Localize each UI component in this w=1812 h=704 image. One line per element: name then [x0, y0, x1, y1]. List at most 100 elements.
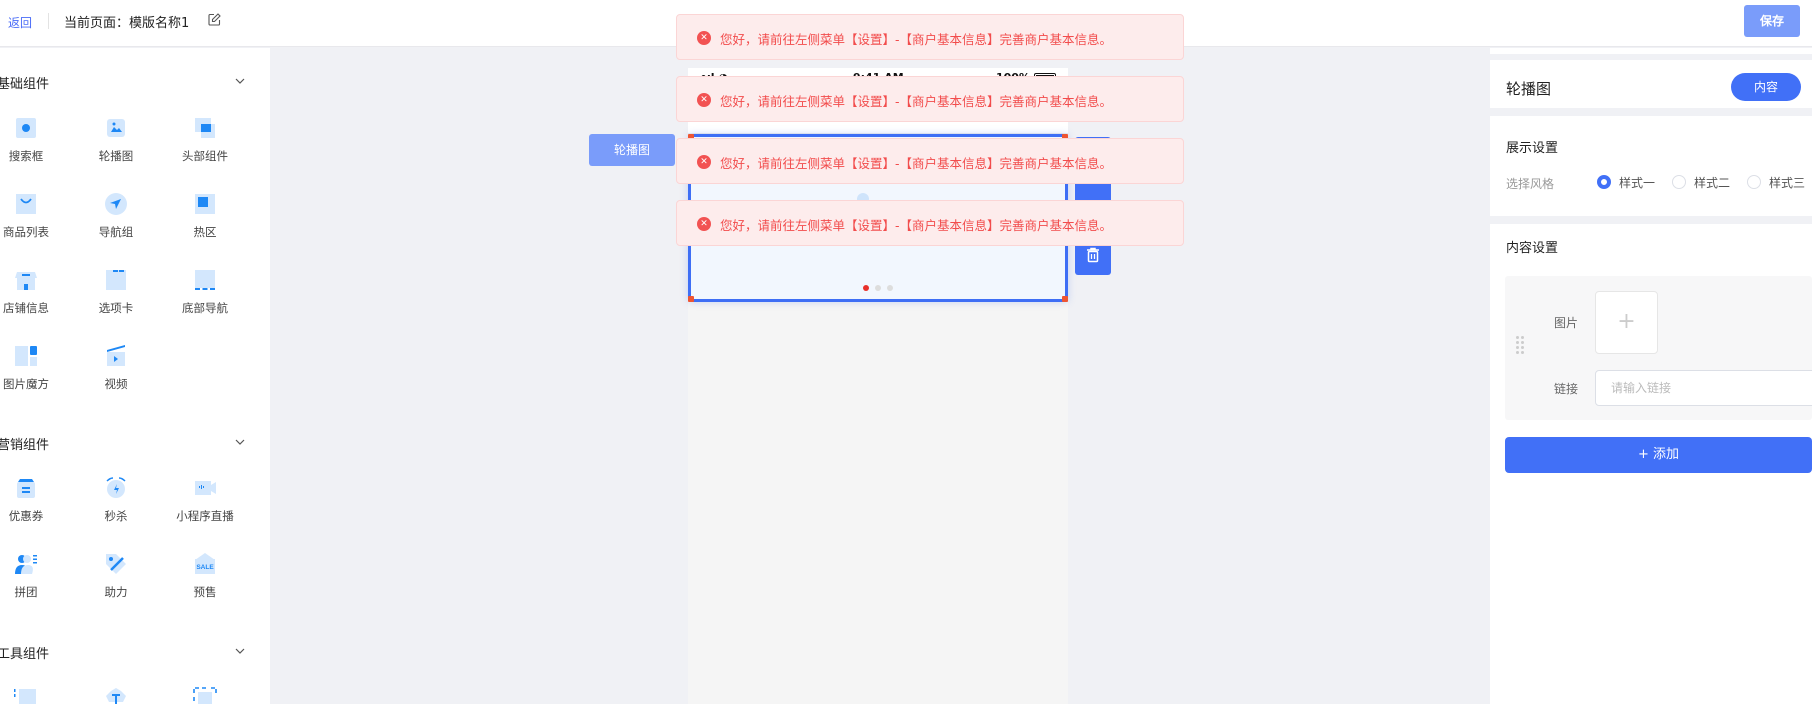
error-toast: ✕ 您好，请前往左侧菜单【设置】-【商户基本信息】完善商户基本信息。 — [676, 138, 1184, 184]
component-product-list[interactable]: 商品列表 — [0, 192, 66, 252]
component-label: 商品列表 — [3, 225, 49, 239]
component-search-box[interactable]: 搜索框 — [0, 116, 66, 176]
drag-handle-icon[interactable] — [1516, 336, 1526, 358]
group-buy-icon — [15, 555, 37, 574]
settings-panel: 轮播图 内容 展示设置 选择风格 样式一 样式二 样式三 内容设置 图片 + 链… — [1490, 48, 1812, 704]
carousel-indicator — [691, 285, 1065, 291]
component-label: 秒杀 — [104, 509, 128, 523]
divider — [48, 13, 49, 29]
carousel-icon — [107, 119, 125, 137]
group-title: 工具组件 — [0, 647, 50, 662]
selected-component-label[interactable]: 轮播图 — [589, 134, 675, 166]
resize-handle[interactable] — [688, 134, 694, 140]
back-link[interactable]: 返回 — [8, 16, 33, 30]
tabs-icon — [106, 270, 126, 290]
store-info-icon — [15, 272, 37, 290]
component-store-info[interactable]: 店铺信息 — [0, 268, 66, 328]
component-assist[interactable]: 助力 — [76, 552, 156, 612]
component-label: 拼团 — [14, 585, 38, 599]
coupon-icon — [17, 479, 35, 498]
component-tool-2[interactable] — [76, 687, 156, 704]
component-tool-1[interactable] — [0, 687, 66, 704]
component-label: 预售 — [193, 585, 217, 599]
toast-message: 您好，请前往左侧菜单【设置】-【商户基本信息】完善商户基本信息。 — [720, 156, 1113, 171]
page-title: 当前页面：模版名称1 — [64, 16, 190, 31]
radio-label: 样式三 — [1769, 176, 1806, 190]
add-item-button[interactable]: + 添加 — [1505, 437, 1812, 473]
component-hotspot[interactable]: 热区 — [165, 192, 245, 252]
error-toast: ✕ 您好，请前往左侧菜单【设置】-【商户基本信息】完善商户基本信息。 — [676, 14, 1184, 60]
component-group-buy[interactable]: 拼团 — [0, 552, 66, 612]
component-bottom-nav[interactable]: 底部导航 — [165, 268, 245, 328]
radio-label: 样式一 — [1619, 176, 1656, 190]
panel-title: 轮播图 — [1506, 80, 1552, 98]
live-stream-icon — [195, 481, 216, 495]
group-header-marketing[interactable]: 营销组件 — [0, 434, 270, 454]
image-label: 图片 — [1554, 316, 1579, 330]
resize-handle[interactable] — [688, 296, 694, 302]
component-coupon[interactable]: 优惠券 — [0, 476, 66, 536]
toast-message: 您好，请前往左侧菜单【设置】-【商户基本信息】完善商户基本信息。 — [720, 218, 1113, 233]
carousel-dot[interactable] — [875, 285, 881, 291]
component-tool-3[interactable] — [165, 687, 245, 704]
text-tool-icon — [106, 688, 126, 704]
group-header-basic[interactable]: 基础组件 — [0, 73, 270, 93]
navigation-group-icon — [105, 193, 127, 215]
chevron-down-icon[interactable] — [234, 645, 246, 657]
divider-tool-icon — [14, 689, 36, 704]
style-label: 选择风格 — [1506, 177, 1555, 191]
group-header-tools[interactable]: 工具组件 — [0, 643, 270, 663]
component-flash-sale[interactable]: 秒杀 — [76, 476, 156, 536]
component-tabs[interactable]: 选项卡 — [76, 268, 156, 328]
component-label: 热区 — [193, 225, 217, 239]
hotspot-icon — [195, 194, 215, 214]
component-label: 助力 — [104, 585, 128, 599]
component-sidebar: 基础组件 搜索框 轮播图 头部组件 商品列表 导航组 热区 店铺信息 选项卡 底… — [0, 48, 270, 704]
header-component-icon — [195, 118, 215, 138]
search-box-icon — [16, 118, 36, 138]
panel-header: 轮播图 内容 — [1490, 54, 1812, 106]
component-label: 优惠券 — [8, 509, 44, 523]
error-circle-icon: ✕ — [697, 93, 711, 107]
resize-handle[interactable] — [1062, 134, 1068, 140]
carousel-dot[interactable] — [887, 285, 893, 291]
divider — [1490, 216, 1812, 224]
component-carousel[interactable]: 轮播图 — [76, 116, 156, 176]
link-input[interactable] — [1595, 370, 1812, 406]
chevron-down-icon[interactable] — [234, 436, 246, 448]
component-label: 底部导航 — [182, 301, 228, 315]
divider — [1490, 108, 1812, 116]
error-circle-icon: ✕ — [697, 31, 711, 45]
presale-icon: SALE — [195, 553, 215, 574]
svg-text:SALE: SALE — [196, 564, 214, 571]
edit-icon[interactable] — [208, 13, 221, 26]
trash-icon[interactable] — [1085, 247, 1101, 263]
save-button[interactable]: 保存 — [1744, 5, 1800, 37]
group-title: 营销组件 — [0, 438, 50, 453]
component-live-stream[interactable]: 小程序直播 — [165, 476, 245, 536]
component-label: 选项卡 — [98, 301, 134, 315]
component-header[interactable]: 头部组件 — [165, 116, 245, 176]
image-upload-button[interactable]: + — [1595, 291, 1658, 354]
carousel-item-card: 图片 + 链接 — [1505, 276, 1812, 420]
component-image-cube[interactable]: 图片魔方 — [0, 344, 66, 404]
component-label: 头部组件 — [182, 149, 228, 163]
component-label: 导航组 — [98, 225, 134, 239]
tab-content[interactable]: 内容 — [1731, 73, 1801, 101]
radio-circle — [1747, 175, 1761, 189]
assist-icon — [106, 554, 126, 574]
error-toast: ✕ 您好，请前往左侧菜单【设置】-【商户基本信息】完善商户基本信息。 — [676, 200, 1184, 246]
component-video[interactable]: 视频 — [76, 344, 156, 404]
flash-sale-icon — [106, 477, 126, 498]
component-label: 图片魔方 — [3, 377, 49, 391]
component-label: 轮播图 — [98, 149, 134, 163]
toast-message: 您好，请前往左侧菜单【设置】-【商户基本信息】完善商户基本信息。 — [720, 32, 1113, 47]
chevron-down-icon[interactable] — [234, 75, 246, 87]
carousel-dot[interactable] — [863, 285, 869, 291]
component-navigation[interactable]: 导航组 — [76, 192, 156, 252]
toast-message: 您好，请前往左侧菜单【设置】-【商户基本信息】完善商户基本信息。 — [720, 94, 1113, 109]
resize-handle[interactable] — [1062, 296, 1068, 302]
video-icon — [107, 345, 125, 366]
radio-label: 样式二 — [1694, 176, 1731, 190]
component-presale[interactable]: SALE 预售 — [165, 552, 245, 612]
